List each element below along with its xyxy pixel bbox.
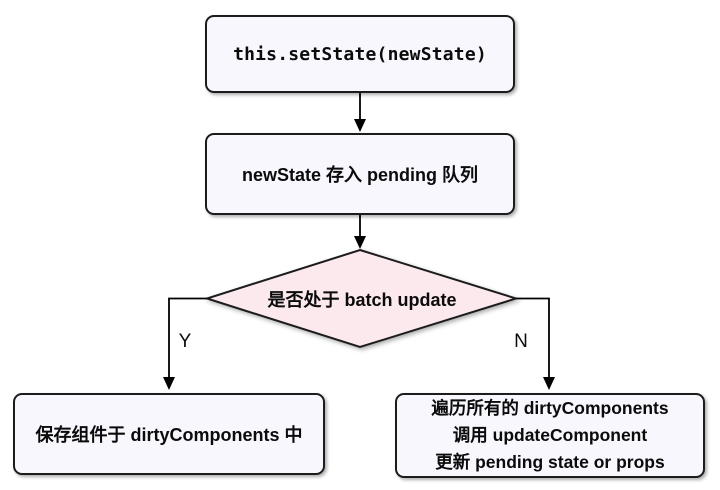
- process-line-3: 更新 pending state or props: [435, 452, 665, 472]
- branch-label-yes: Y: [178, 331, 192, 352]
- node-pending-queue: newState 存入 pending 队列: [205, 133, 515, 215]
- node-process-dirty-label: 遍历所有的 dirtyComponents 调用 updateComponent…: [431, 395, 668, 476]
- node-process-dirty: 遍历所有的 dirtyComponents 调用 updateComponent…: [395, 393, 705, 478]
- decision-diamond-shape: [203, 248, 520, 349]
- process-line-1: 遍历所有的 dirtyComponents: [431, 398, 669, 418]
- node-setstate-label: this.setState(newState): [233, 43, 487, 65]
- node-setstate: this.setState(newState): [205, 15, 515, 93]
- edge-no-branch: [516, 297, 555, 390]
- node-save-dirty-label: 保存组件于 dirtyComponents 中: [35, 425, 303, 445]
- edge-pending-to-decision: [354, 215, 366, 249]
- node-decision-label: 是否处于 batch update: [267, 289, 457, 310]
- edge-setstate-to-pending: [354, 93, 366, 132]
- node-pending-queue-label: newState 存入 pending 队列: [241, 165, 478, 185]
- process-line-2: 调用 updateComponent: [452, 425, 648, 445]
- node-save-dirty: 保存组件于 dirtyComponents 中: [13, 393, 325, 475]
- branch-label-no: N: [514, 331, 528, 352]
- edge-yes-branch: [163, 297, 207, 390]
